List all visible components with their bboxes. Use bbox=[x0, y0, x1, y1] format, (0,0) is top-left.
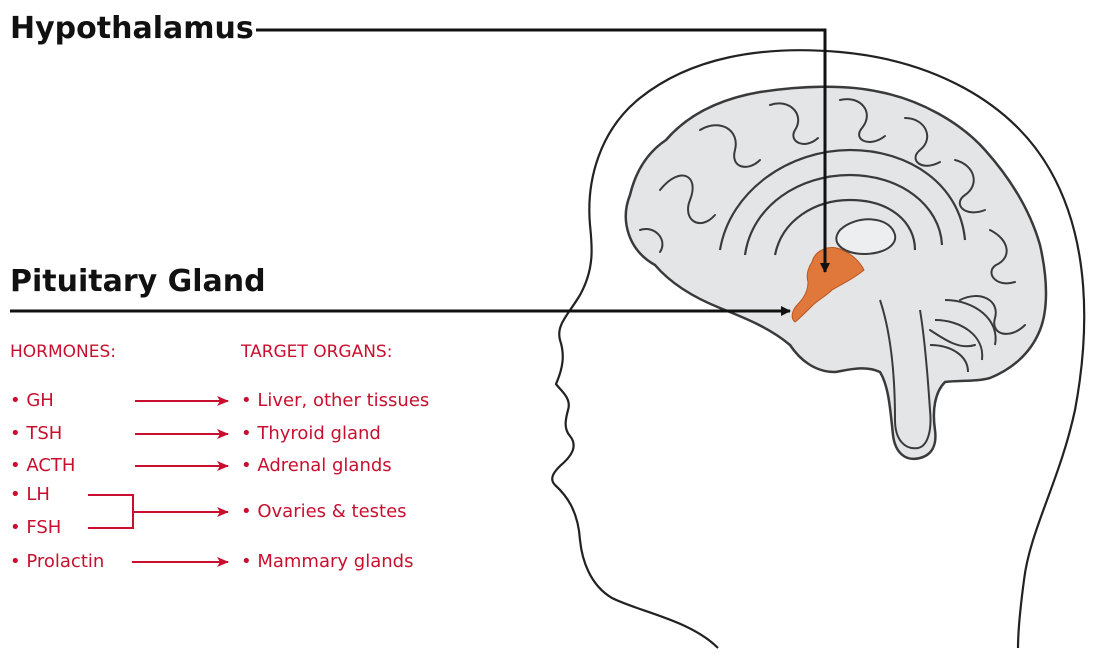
hormone-fsh: • FSH bbox=[10, 519, 61, 537]
target-liver: • Liver, other tissues bbox=[241, 392, 429, 410]
hormones-header: HORMONES: bbox=[10, 344, 116, 361]
pituitary-gland-label: Pituitary Gland bbox=[10, 267, 266, 297]
target-ovaries-testes: • Ovaries & testes bbox=[241, 503, 407, 521]
target-mammary: • Mammary glands bbox=[241, 553, 413, 571]
hormone-tsh: • TSH bbox=[10, 425, 62, 443]
hormone-lh: • LH bbox=[10, 486, 50, 504]
bracket-lh-fsh bbox=[88, 495, 133, 528]
target-thyroid: • Thyroid gland bbox=[241, 425, 381, 443]
hypothalamus-label: Hypothalamus bbox=[10, 14, 254, 44]
hormone-acth: • ACTH bbox=[10, 457, 75, 475]
target-organs-header: TARGET ORGANS: bbox=[241, 344, 392, 361]
hormone-prolactin: • Prolactin bbox=[10, 553, 104, 571]
hormone-gh: • GH bbox=[10, 392, 54, 410]
target-adrenal: • Adrenal glands bbox=[241, 457, 392, 475]
